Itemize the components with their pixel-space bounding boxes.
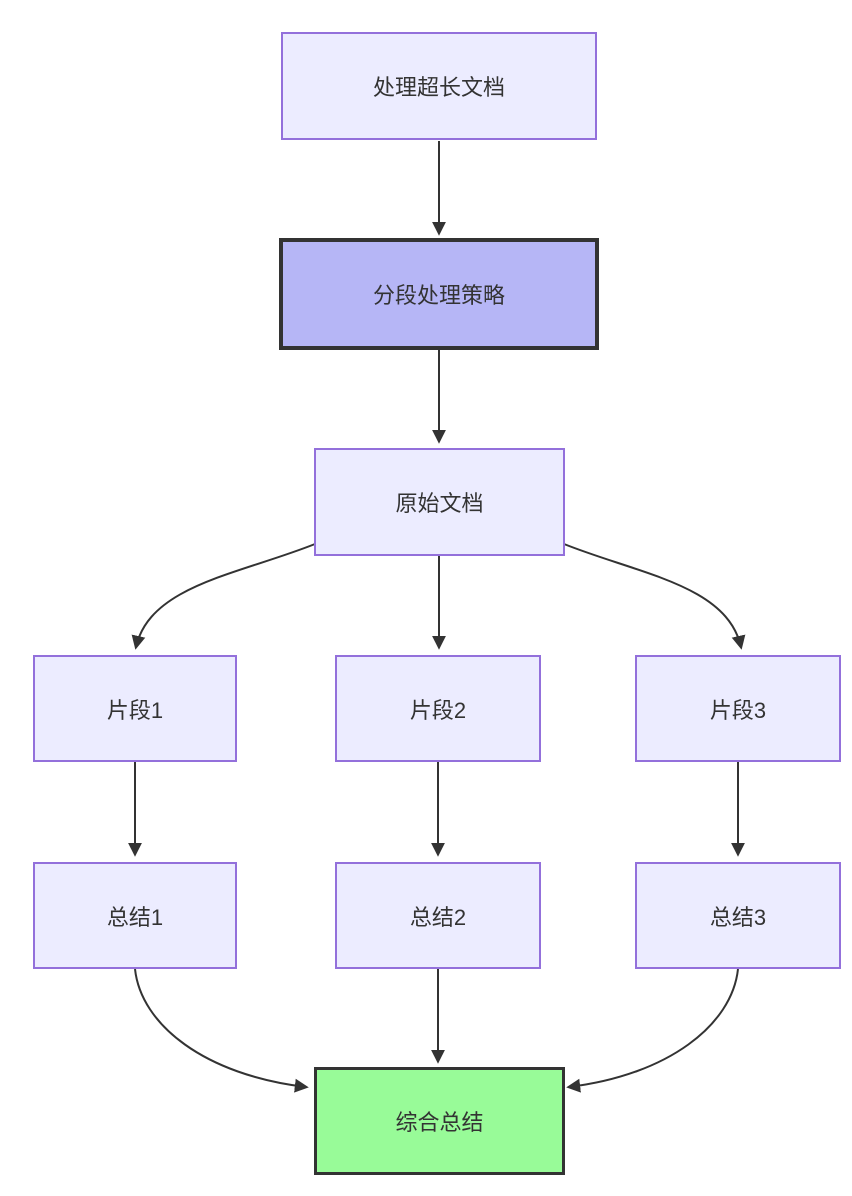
edge-sum3-final [566, 968, 739, 1093]
node-summary-1: 总结1 [33, 862, 237, 969]
node-fragment-1: 片段1 [33, 655, 237, 762]
node-fragment-1-label: 片段1 [106, 697, 164, 723]
node-fragment-3-label: 片段3 [709, 697, 767, 723]
node-original-doc: 原始文档 [314, 448, 565, 556]
node-segmentation-strategy: 分段处理策略 [279, 238, 599, 350]
node-summary-3-label: 总结3 [709, 904, 767, 930]
edge-doc-chunk1 [131, 543, 316, 650]
node-process-long-doc: 处理超长文档 [281, 32, 597, 140]
node-segmentation-strategy-label: 分段处理策略 [372, 283, 505, 308]
edge-doc-chunk3 [563, 543, 746, 650]
node-original-doc-label: 原始文档 [395, 491, 484, 516]
node-summary-2-label: 总结2 [409, 904, 467, 930]
node-final-summary: 综合总结 [314, 1067, 565, 1175]
node-fragment-3: 片段3 [635, 655, 841, 762]
edge-sum1-final [134, 968, 309, 1093]
node-summary-1-label: 总结1 [106, 904, 164, 930]
node-summary-2: 总结2 [335, 862, 541, 969]
node-final-summary-label: 综合总结 [395, 1110, 484, 1135]
node-process-long-doc-label: 处理超长文档 [372, 75, 505, 100]
node-fragment-2-label: 片段2 [409, 697, 467, 723]
node-summary-3: 总结3 [635, 862, 841, 969]
node-fragment-2: 片段2 [335, 655, 541, 762]
